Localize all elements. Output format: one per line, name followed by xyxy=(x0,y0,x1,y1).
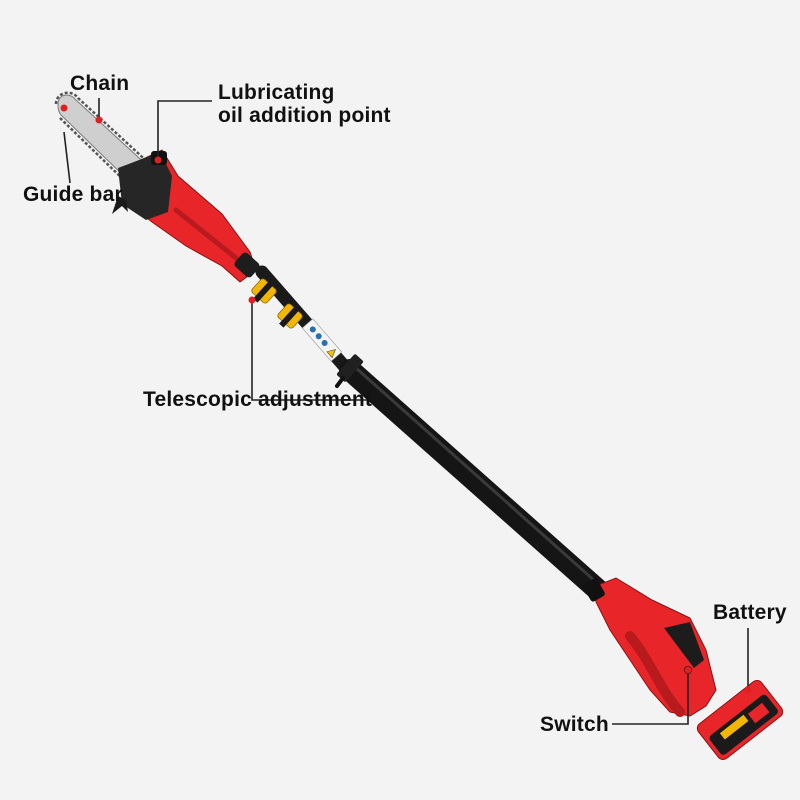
marker-tele xyxy=(248,296,256,304)
label-switch: Switch xyxy=(540,713,609,736)
label-lubricating-oil-point: Lubricating oil addition point xyxy=(218,81,391,127)
battery-pack xyxy=(696,679,784,761)
callout-guide xyxy=(63,131,71,184)
callout-switch xyxy=(612,672,689,725)
pole-collar xyxy=(336,354,364,382)
label-chain: Chain xyxy=(70,72,130,95)
bucking-spike xyxy=(112,196,128,214)
saw-chain-lower xyxy=(59,117,131,187)
marker-guide xyxy=(60,104,68,112)
motor-stripe xyxy=(173,207,239,261)
motor-end-cap xyxy=(234,252,260,278)
label-battery: Battery xyxy=(713,601,787,624)
label-telescopic-adjustment: Telescopic adjustment xyxy=(143,388,373,411)
marker-battery xyxy=(744,686,752,694)
pole-highlight xyxy=(354,366,598,584)
callout-lines xyxy=(63,98,749,725)
handle-grip-dark xyxy=(664,622,704,668)
marker-dots xyxy=(60,104,752,694)
saw-head-cover xyxy=(118,152,172,220)
saw-chain xyxy=(54,91,153,167)
callout-lube xyxy=(157,100,212,158)
warning-sticker xyxy=(301,318,343,362)
callout-tele xyxy=(251,300,367,401)
collar-hook xyxy=(335,376,345,388)
label-lubricating-line1: Lubricating xyxy=(218,81,335,104)
telescopic-clamp-upper xyxy=(251,278,277,304)
label-guide-bar: Guide bar xyxy=(23,183,123,206)
handle-grip-loop xyxy=(625,631,685,717)
pole-lower-section xyxy=(339,359,609,601)
marker-lube xyxy=(154,156,162,164)
front-guard xyxy=(583,578,605,602)
marker-switch xyxy=(684,666,692,674)
marker-chain xyxy=(95,116,103,124)
telescopic-clamp-lower xyxy=(277,303,303,329)
label-lubricating-line2: oil addition point xyxy=(218,104,391,127)
handle-body xyxy=(595,577,717,717)
